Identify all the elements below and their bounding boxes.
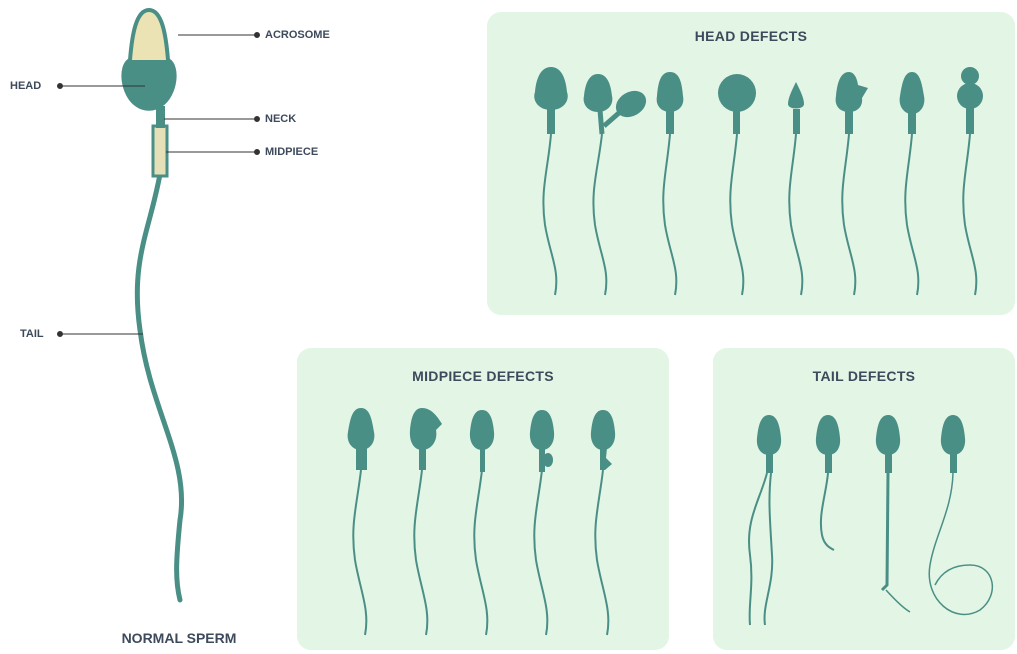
midpiece-defect-1 [348,408,375,635]
neck-label: NECK [265,113,296,125]
midpiece-defect-2 [410,408,442,635]
midpiece-defect-3 [470,410,494,635]
normal-sperm-title: NORMAL SPERM [94,630,264,646]
head-defect-1 [534,67,568,295]
acrosome-dot [255,33,260,38]
midpiece-label: MIDPIECE [265,146,318,158]
head-label: HEAD [10,80,41,92]
head-defect-7 [900,72,925,295]
tail-dot [58,332,63,337]
acrosome-label: ACROSOME [265,29,330,41]
head-defect-5 [788,82,804,295]
tail-defect-4 [929,415,992,614]
head-defect-2 [584,74,651,295]
midpiece-defect-5 [591,410,615,635]
tail-defect-3 [876,415,910,612]
neck-dot [255,117,260,122]
head-defect-4 [718,74,756,295]
midpiece-defect-4 [530,410,554,635]
head-defect-6 [836,72,868,295]
head-dot [58,84,63,89]
tail-defect-2 [816,415,840,550]
normal-sperm-diagram [110,0,190,600]
head-defect-8 [957,67,983,295]
normal-tail [137,174,181,600]
tail-defect-1 [749,415,781,625]
tail-defects-figures [749,415,992,625]
tail-label: TAIL [20,328,44,340]
normal-neck [156,106,165,128]
midpiece-dot [255,150,260,155]
midpiece-defects-figures [348,408,616,635]
head-defects-figures [534,67,983,295]
normal-midpiece [153,126,167,176]
head-defect-3 [657,72,684,295]
